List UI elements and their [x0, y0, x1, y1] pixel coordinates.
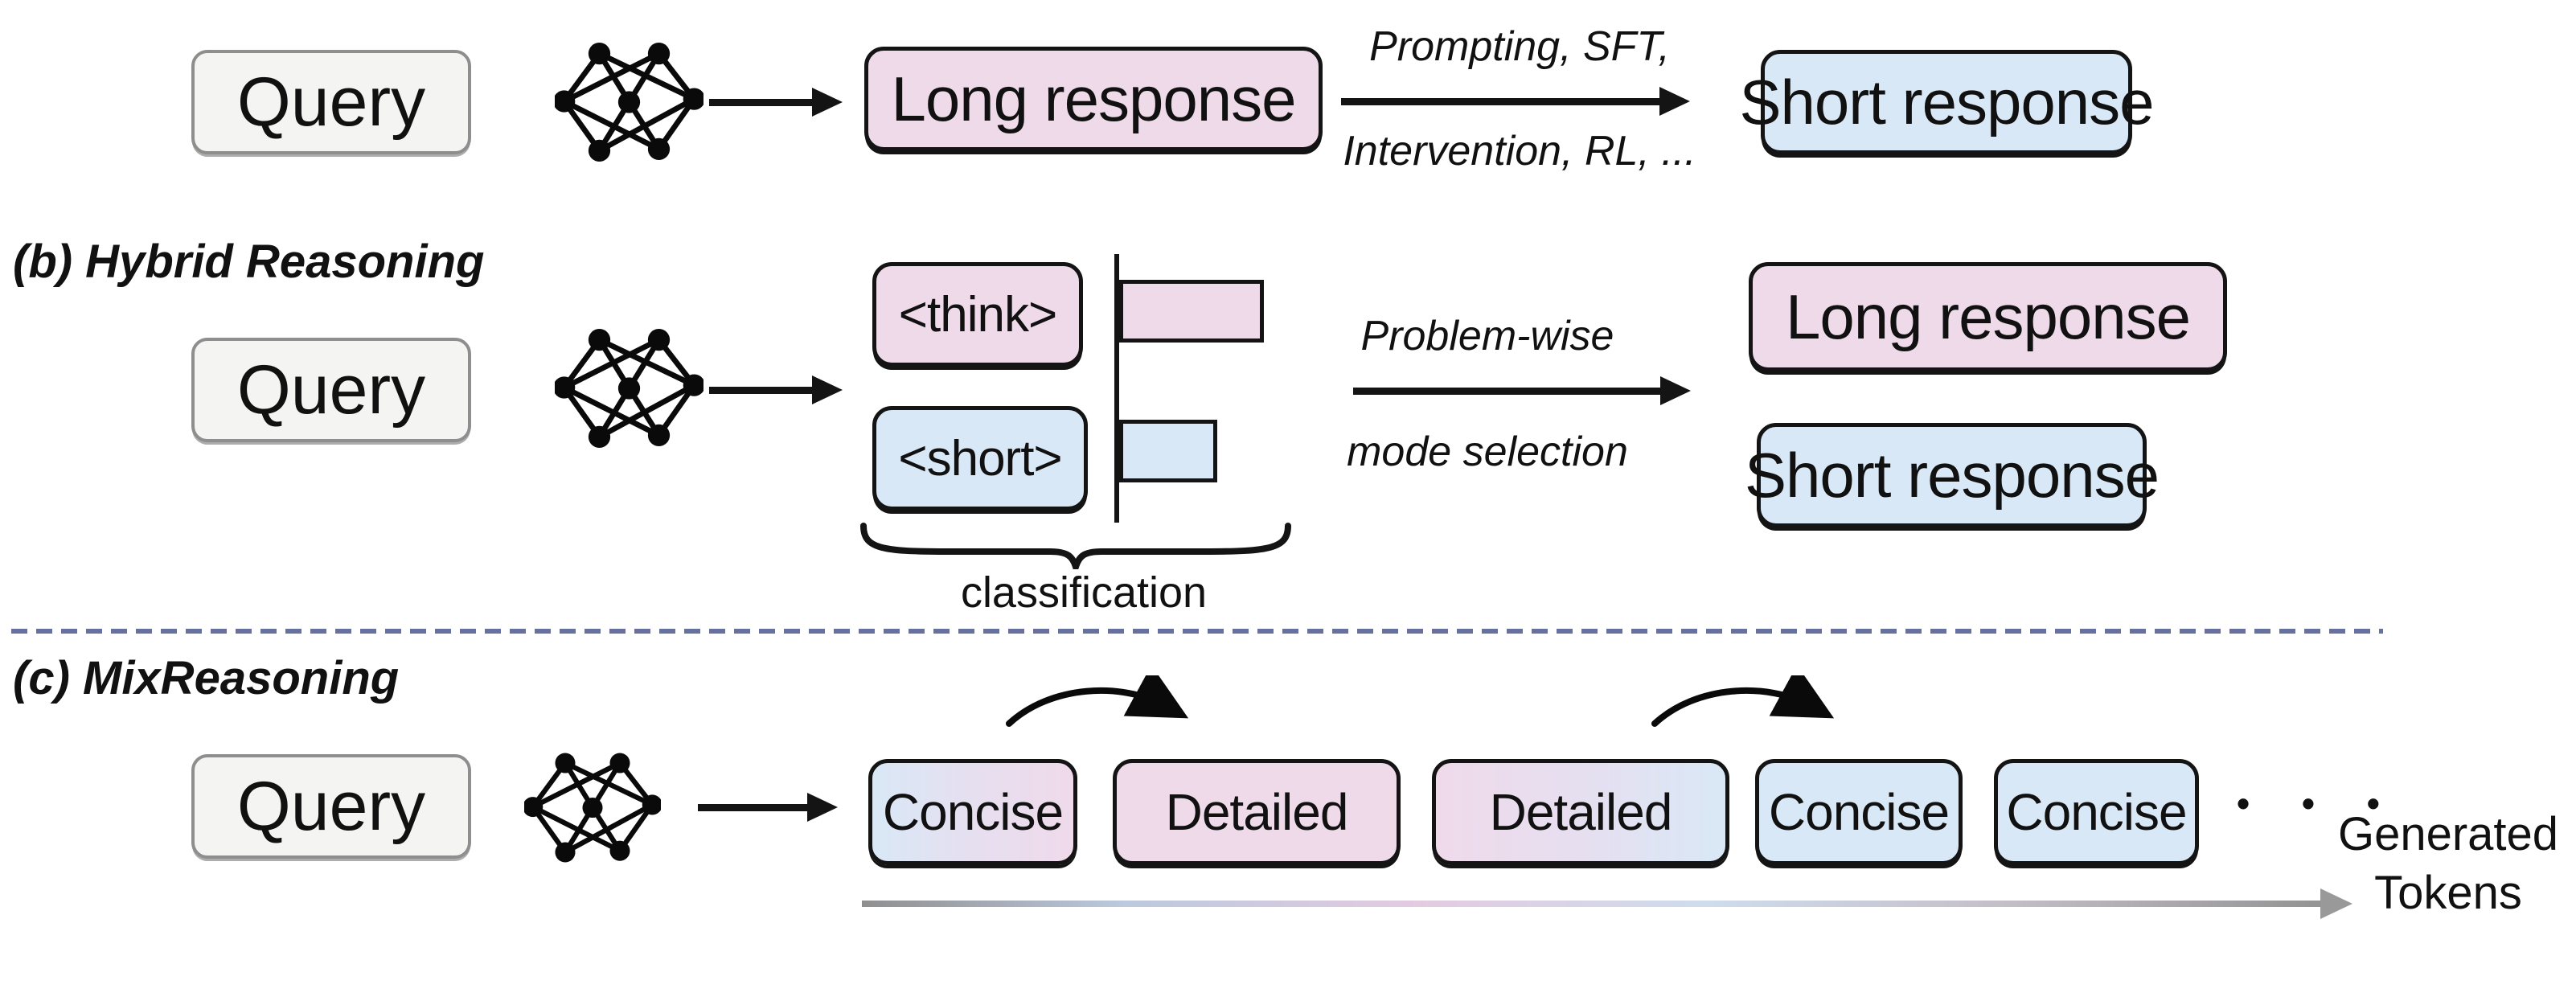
arrow-icon	[709, 88, 843, 117]
token-box-detailed-1: Detailed	[1113, 759, 1401, 865]
token-label: Detailed	[1489, 783, 1673, 841]
query-label-b: Query	[236, 351, 426, 429]
think-token-label: <think>	[898, 286, 1057, 343]
token-box-concise-3: Concise	[1994, 759, 2199, 865]
think-token-box: <think>	[872, 262, 1083, 367]
section-label-c: (c) MixReasoning	[13, 652, 400, 704]
token-label: Concise	[882, 783, 1064, 841]
token-label: Concise	[1768, 783, 1950, 841]
axis-label-line2: Tokens	[2374, 866, 2522, 919]
curved-arrow-icon	[1651, 675, 1835, 727]
classification-axis-line	[1114, 254, 1119, 523]
think-probability-bar	[1119, 280, 1264, 343]
long-response-box-b: Long response	[1749, 262, 2227, 371]
ellipsis-dots: • • •	[2237, 782, 2401, 824]
token-label: Detailed	[1165, 783, 1349, 841]
query-box-b: Query	[191, 338, 471, 442]
token-label: Concise	[2006, 783, 2187, 841]
short-response-label-a: Short response	[1739, 66, 2155, 137]
query-label-a: Query	[236, 63, 426, 141]
token-box-detailed-2: Detailed	[1432, 759, 1729, 865]
short-response-box-a: Short response	[1740, 50, 2154, 154]
curved-arrow-icon	[1006, 675, 1189, 727]
short-response-box-b: Short response	[1745, 423, 2160, 527]
short-probability-bar	[1119, 420, 1217, 482]
arrow-annotation-top-a: Prompting, SFT,	[1369, 23, 1670, 70]
long-response-box-a: Long response	[864, 47, 1323, 151]
arrow-annotation-bottom-b: mode selection	[1347, 429, 1628, 475]
query-label-c: Query	[236, 767, 426, 845]
neural-network-icon	[555, 329, 703, 448]
curly-brace-icon	[860, 523, 1291, 569]
arrow-annotation-top-b: Problem-wise	[1360, 313, 1614, 359]
divider-line	[11, 629, 2383, 634]
token-box-concise-1: Concise	[868, 759, 1077, 865]
long-response-label-a: Long response	[891, 63, 1296, 134]
query-box-a: Query	[191, 50, 471, 154]
long-response-label-b: Long response	[1785, 281, 2191, 352]
arrow-icon	[1341, 87, 1690, 116]
query-box-c: Query	[191, 754, 471, 859]
token-box-concise-2: Concise	[1755, 759, 1963, 865]
arrow-icon	[1353, 376, 1691, 405]
arrow-icon	[709, 375, 843, 404]
arrow-icon	[698, 793, 838, 822]
classification-caption: classification	[960, 568, 1208, 617]
neural-network-icon	[555, 43, 703, 162]
short-token-box: <short>	[872, 406, 1088, 511]
axis-label-line1: Generated	[2337, 808, 2559, 860]
generated-tokens-axis-label: Generated Tokens	[2316, 806, 2576, 922]
short-token-label: <short>	[898, 430, 1062, 486]
neural-network-icon	[524, 753, 661, 863]
arrow-annotation-bottom-a: Intervention, RL, ...	[1343, 128, 1696, 174]
section-label-b: (b) Hybrid Reasoning	[13, 236, 485, 288]
generated-tokens-axis-arrow	[862, 888, 2352, 919]
short-response-label-b: Short response	[1745, 439, 2160, 511]
